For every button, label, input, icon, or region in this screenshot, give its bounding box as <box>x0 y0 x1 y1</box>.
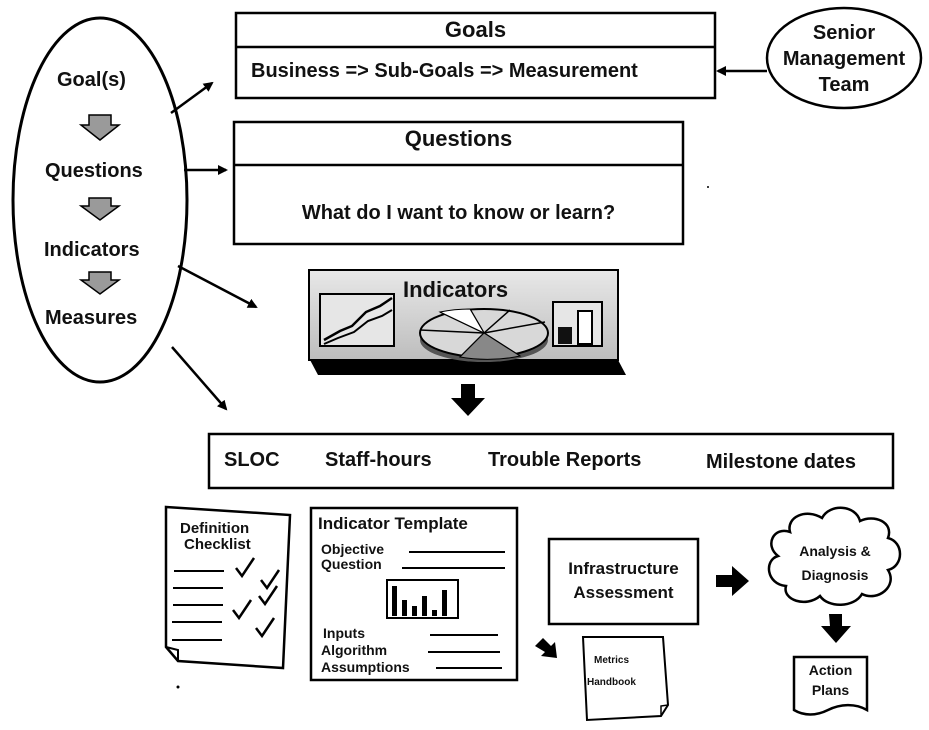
infrastructure-assessment-box <box>547 537 700 626</box>
template-field-question: Question <box>321 556 382 572</box>
checkmark-icon <box>258 585 279 607</box>
down-arrow-icon <box>78 114 122 141</box>
line-chart-icon <box>319 293 395 347</box>
goals-box <box>234 11 717 100</box>
ellipse-label-measures: Measures <box>45 307 138 329</box>
senior-label-line1: Senior <box>812 22 876 44</box>
measure-item: Staff-hours <box>325 449 432 471</box>
down-arrow-icon <box>78 197 122 221</box>
indicators-title: Indicators <box>403 277 509 302</box>
template-field-objective: Objective <box>321 541 385 557</box>
measure-item: SLOC <box>224 449 280 471</box>
action-plans-line2: Plans <box>811 682 850 698</box>
infrastructure-line1: Infrastructure <box>568 559 679 578</box>
checkmark-icon <box>260 569 281 591</box>
ellipse-label-questions: Questions <box>45 160 143 182</box>
down-arrow-icon <box>78 271 122 295</box>
checklist-title-line2: Checklist <box>184 536 251 553</box>
checkmark-icon <box>235 557 256 579</box>
down-right-arrow-icon <box>535 638 557 658</box>
questions-box <box>232 120 685 246</box>
ellipse-label-indicators: Indicators <box>44 239 140 261</box>
arrow-indicators <box>177 264 258 309</box>
questions-title: Questions <box>404 126 513 151</box>
template-field-assumptions: Assumptions <box>321 659 410 675</box>
template-title: Indicator Template <box>318 514 468 533</box>
checkmark-icon <box>255 617 276 639</box>
ellipse-label-goals: Goal(s) <box>57 69 126 91</box>
down-arrow-icon <box>451 384 485 416</box>
questions-body: What do I want to know or learn? <box>301 202 616 224</box>
down-arrow-icon <box>821 614 851 643</box>
senior-management-ellipse <box>765 6 923 110</box>
pie-chart-icon <box>419 308 549 362</box>
template-field-inputs: Inputs <box>323 625 365 641</box>
handbook-line2: Handbook <box>587 677 636 688</box>
senior-label-line2: Management <box>782 48 906 70</box>
definition-checklist-document <box>164 505 292 670</box>
infrastructure-line2: Assessment <box>573 583 674 602</box>
checkmark-icon <box>232 599 253 621</box>
analysis-line1: Analysis & <box>799 543 871 559</box>
right-arrow-icon <box>716 566 749 596</box>
goals-title: Goals <box>444 17 507 42</box>
senior-label-line3: Team <box>818 74 870 96</box>
measure-item: Trouble Reports <box>488 449 642 471</box>
action-plans-document <box>792 655 869 716</box>
arrow-goals <box>170 81 214 115</box>
measures-bar <box>207 432 895 490</box>
goals-body: Business => Sub-Goals => Measurement <box>251 60 638 82</box>
measure-item: Milestone dates <box>706 451 857 473</box>
template-field-algorithm: Algorithm <box>321 642 388 658</box>
bar-chart-icon <box>552 301 603 347</box>
checklist-title-line1: Definition <box>180 520 250 537</box>
metrics-handbook-document <box>581 636 670 722</box>
handbook-line1: Metrics <box>594 655 630 666</box>
arrow-measures <box>171 346 228 411</box>
analysis-line2: Diagnosis <box>801 567 869 583</box>
template-bar-chart-icon <box>386 579 459 619</box>
analysis-cloud <box>767 506 902 606</box>
action-plans-line1: Action <box>808 662 853 678</box>
